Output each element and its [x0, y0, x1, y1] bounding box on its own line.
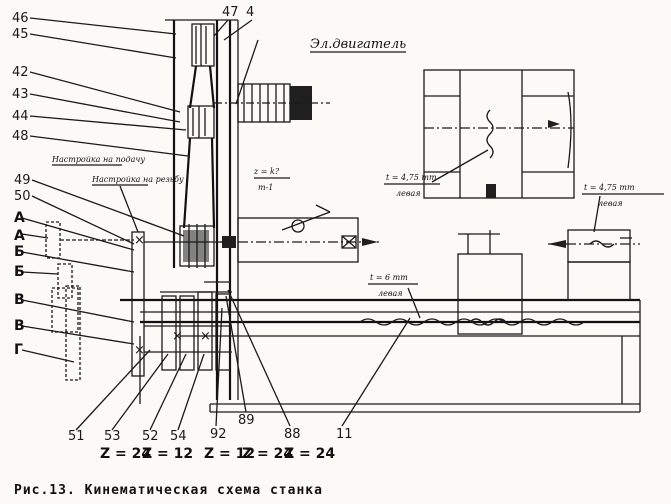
- part-53: 53: [104, 429, 121, 444]
- part-46: 46: [12, 11, 29, 26]
- spindle-ratio-bottom: m-1: [258, 183, 273, 192]
- part-42: 42: [12, 65, 29, 80]
- part-47: 47: [222, 5, 239, 20]
- teeth-92: Z = 12: [204, 446, 255, 462]
- screw1-pitch: t = 4,75 mm: [386, 173, 437, 182]
- svg-text:×: ×: [134, 233, 145, 248]
- thread-setup-note: Настройка на резьбу: [91, 175, 184, 184]
- carriage: [457, 230, 523, 335]
- svg-text:×: ×: [134, 343, 145, 358]
- section-view: [423, 69, 575, 199]
- part-52: 52: [142, 429, 159, 444]
- feed-setup-note: Настройка на подачу: [51, 155, 145, 164]
- gear-letter-a1: А: [14, 210, 25, 226]
- gear-letter-b1: Б: [14, 244, 25, 260]
- diagram-notes: Эл.двигатель Настройка на подачу Настрой…: [51, 37, 664, 319]
- leadscrew-pitch: t = 6 mm: [370, 273, 408, 282]
- gear-letter-v1: В: [14, 292, 25, 308]
- screw1-hand: левая: [396, 189, 421, 198]
- spindle-ratio-top: z = k?: [253, 167, 280, 176]
- part-92: 92: [210, 427, 227, 442]
- part-11: 11: [336, 427, 353, 442]
- part-51: 51: [68, 429, 85, 444]
- electric-motor: [214, 83, 330, 123]
- part-49: 49: [14, 173, 31, 188]
- svg-text:×: ×: [200, 329, 211, 344]
- teeth-53: Z = 24: [100, 446, 151, 462]
- pulley-stack: [165, 19, 239, 400]
- part-50: 50: [14, 189, 31, 204]
- gear-letters: А А Б Б В В Г: [14, 210, 25, 358]
- gear-letter-g: Г: [14, 342, 23, 358]
- leader-lines: [21, 17, 411, 431]
- part-88: 88: [284, 427, 301, 442]
- part-89: 89: [238, 413, 255, 428]
- tailstock: [548, 229, 640, 301]
- gear-letter-a2: А: [14, 228, 25, 244]
- part-number-labels: 46 45 42 43 44 48 49 50 47 4 51 53 52 54…: [12, 5, 353, 444]
- screw2-hand: левая: [598, 199, 623, 208]
- figure-caption: Рис.13. Кинематическая схема станка: [14, 483, 323, 498]
- svg-text:×: ×: [172, 329, 183, 344]
- gear-letter-v2: В: [14, 318, 25, 334]
- part-45: 45: [12, 27, 29, 42]
- teeth-52: Z = 12: [142, 446, 193, 462]
- part-44: 44: [12, 109, 29, 124]
- leadscrew-hand: левая: [378, 289, 403, 298]
- teeth-89: Z = 24: [242, 446, 293, 462]
- part-4: 4: [246, 5, 254, 20]
- part-54: 54: [170, 429, 187, 444]
- lathe-bed: [120, 298, 641, 413]
- part-43: 43: [12, 87, 29, 102]
- tooth-counts: Z = 24 Z = 12 Z = 12 Z = 24 Z = 24: [100, 446, 335, 462]
- gear-letter-b2: Б: [14, 264, 25, 280]
- motor-label: Эл.двигатель: [310, 37, 406, 52]
- screw2-pitch: t = 4,75 mm: [584, 183, 635, 192]
- feed-gearbox: × × × ×: [45, 221, 232, 381]
- part-48: 48: [12, 129, 29, 144]
- teeth-88: Z = 24: [284, 446, 335, 462]
- headstock: [220, 204, 380, 263]
